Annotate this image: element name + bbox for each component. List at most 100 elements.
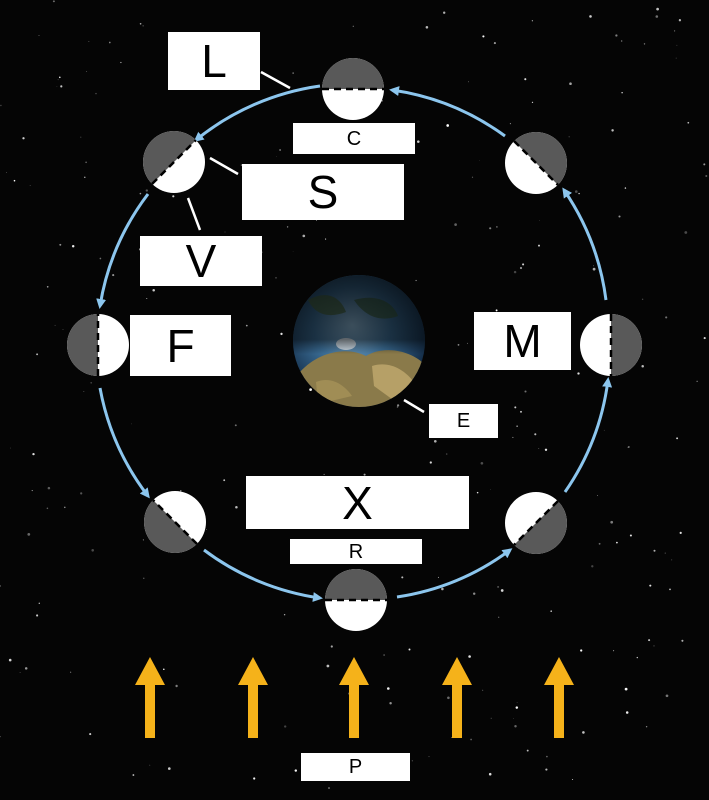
star [234, 424, 237, 427]
star [38, 602, 40, 604]
star [598, 542, 601, 545]
star [575, 190, 578, 193]
star [500, 589, 504, 592]
leader-lines [186, 70, 291, 231]
star [512, 436, 514, 438]
star [705, 175, 708, 177]
moon-phase-icon [144, 491, 206, 553]
star [671, 559, 673, 561]
star [108, 41, 111, 44]
star [674, 30, 676, 32]
star [457, 344, 460, 346]
star [437, 576, 439, 578]
star [59, 243, 62, 246]
star [245, 324, 248, 327]
star [621, 40, 623, 42]
star [224, 231, 226, 233]
star [19, 672, 21, 673]
star [515, 706, 519, 709]
star [592, 267, 596, 271]
star [31, 490, 33, 492]
orbit-arc [396, 548, 513, 599]
star [59, 76, 61, 79]
star [86, 71, 88, 72]
star [593, 265, 595, 267]
star [411, 760, 414, 762]
star [167, 767, 171, 770]
orbit-arc [203, 548, 323, 602]
star [149, 764, 151, 766]
orbit-arc [193, 84, 321, 142]
star [433, 439, 437, 443]
star [618, 215, 621, 218]
star [569, 82, 572, 86]
star [284, 725, 287, 728]
label-v: V [140, 236, 262, 286]
star [383, 654, 385, 656]
star [539, 219, 540, 221]
star [703, 337, 706, 340]
moon-phase-icon [322, 58, 384, 120]
label-x: X [246, 476, 469, 529]
star [46, 285, 49, 288]
star [512, 718, 514, 719]
star [603, 429, 605, 431]
star [146, 298, 148, 300]
star [578, 192, 580, 195]
star [625, 711, 629, 714]
star [32, 452, 35, 456]
star [641, 298, 644, 301]
label-c: C [293, 123, 415, 154]
star [684, 231, 688, 234]
star [95, 92, 97, 95]
star [513, 270, 517, 274]
star [675, 57, 677, 59]
star [664, 552, 666, 554]
star [653, 549, 656, 552]
star [520, 410, 522, 413]
moon-orbit [96, 84, 613, 602]
star [57, 79, 59, 81]
star [143, 577, 145, 579]
star [280, 332, 283, 336]
star [627, 446, 629, 448]
star [679, 531, 682, 535]
star [363, 473, 366, 476]
star [495, 309, 498, 312]
star [316, 220, 317, 221]
star [56, 86, 58, 87]
star [352, 25, 354, 27]
leader-line-v [186, 197, 202, 231]
star [624, 187, 627, 189]
orbit-arc [562, 187, 608, 301]
star [235, 505, 238, 509]
star [428, 756, 430, 758]
star [275, 277, 277, 279]
star [325, 238, 327, 240]
star [70, 671, 72, 673]
star [687, 121, 690, 124]
star [71, 244, 75, 248]
star [408, 648, 411, 651]
star [152, 288, 155, 292]
sunlight-arrow-icon [442, 657, 472, 738]
sunlight-arrow-icon [544, 657, 574, 738]
star [139, 22, 142, 25]
star [36, 614, 39, 617]
star [480, 461, 484, 465]
star [89, 733, 92, 736]
star [496, 226, 498, 228]
star [443, 11, 446, 14]
star [615, 34, 618, 37]
star [323, 473, 325, 475]
sunlight-arrow-icon [238, 657, 268, 738]
star [286, 226, 289, 228]
star [681, 639, 684, 642]
star [488, 772, 492, 776]
star [509, 123, 511, 125]
star [471, 176, 474, 178]
moon-phase-icon [505, 132, 567, 194]
label-l: L [168, 32, 260, 90]
star [649, 584, 652, 587]
